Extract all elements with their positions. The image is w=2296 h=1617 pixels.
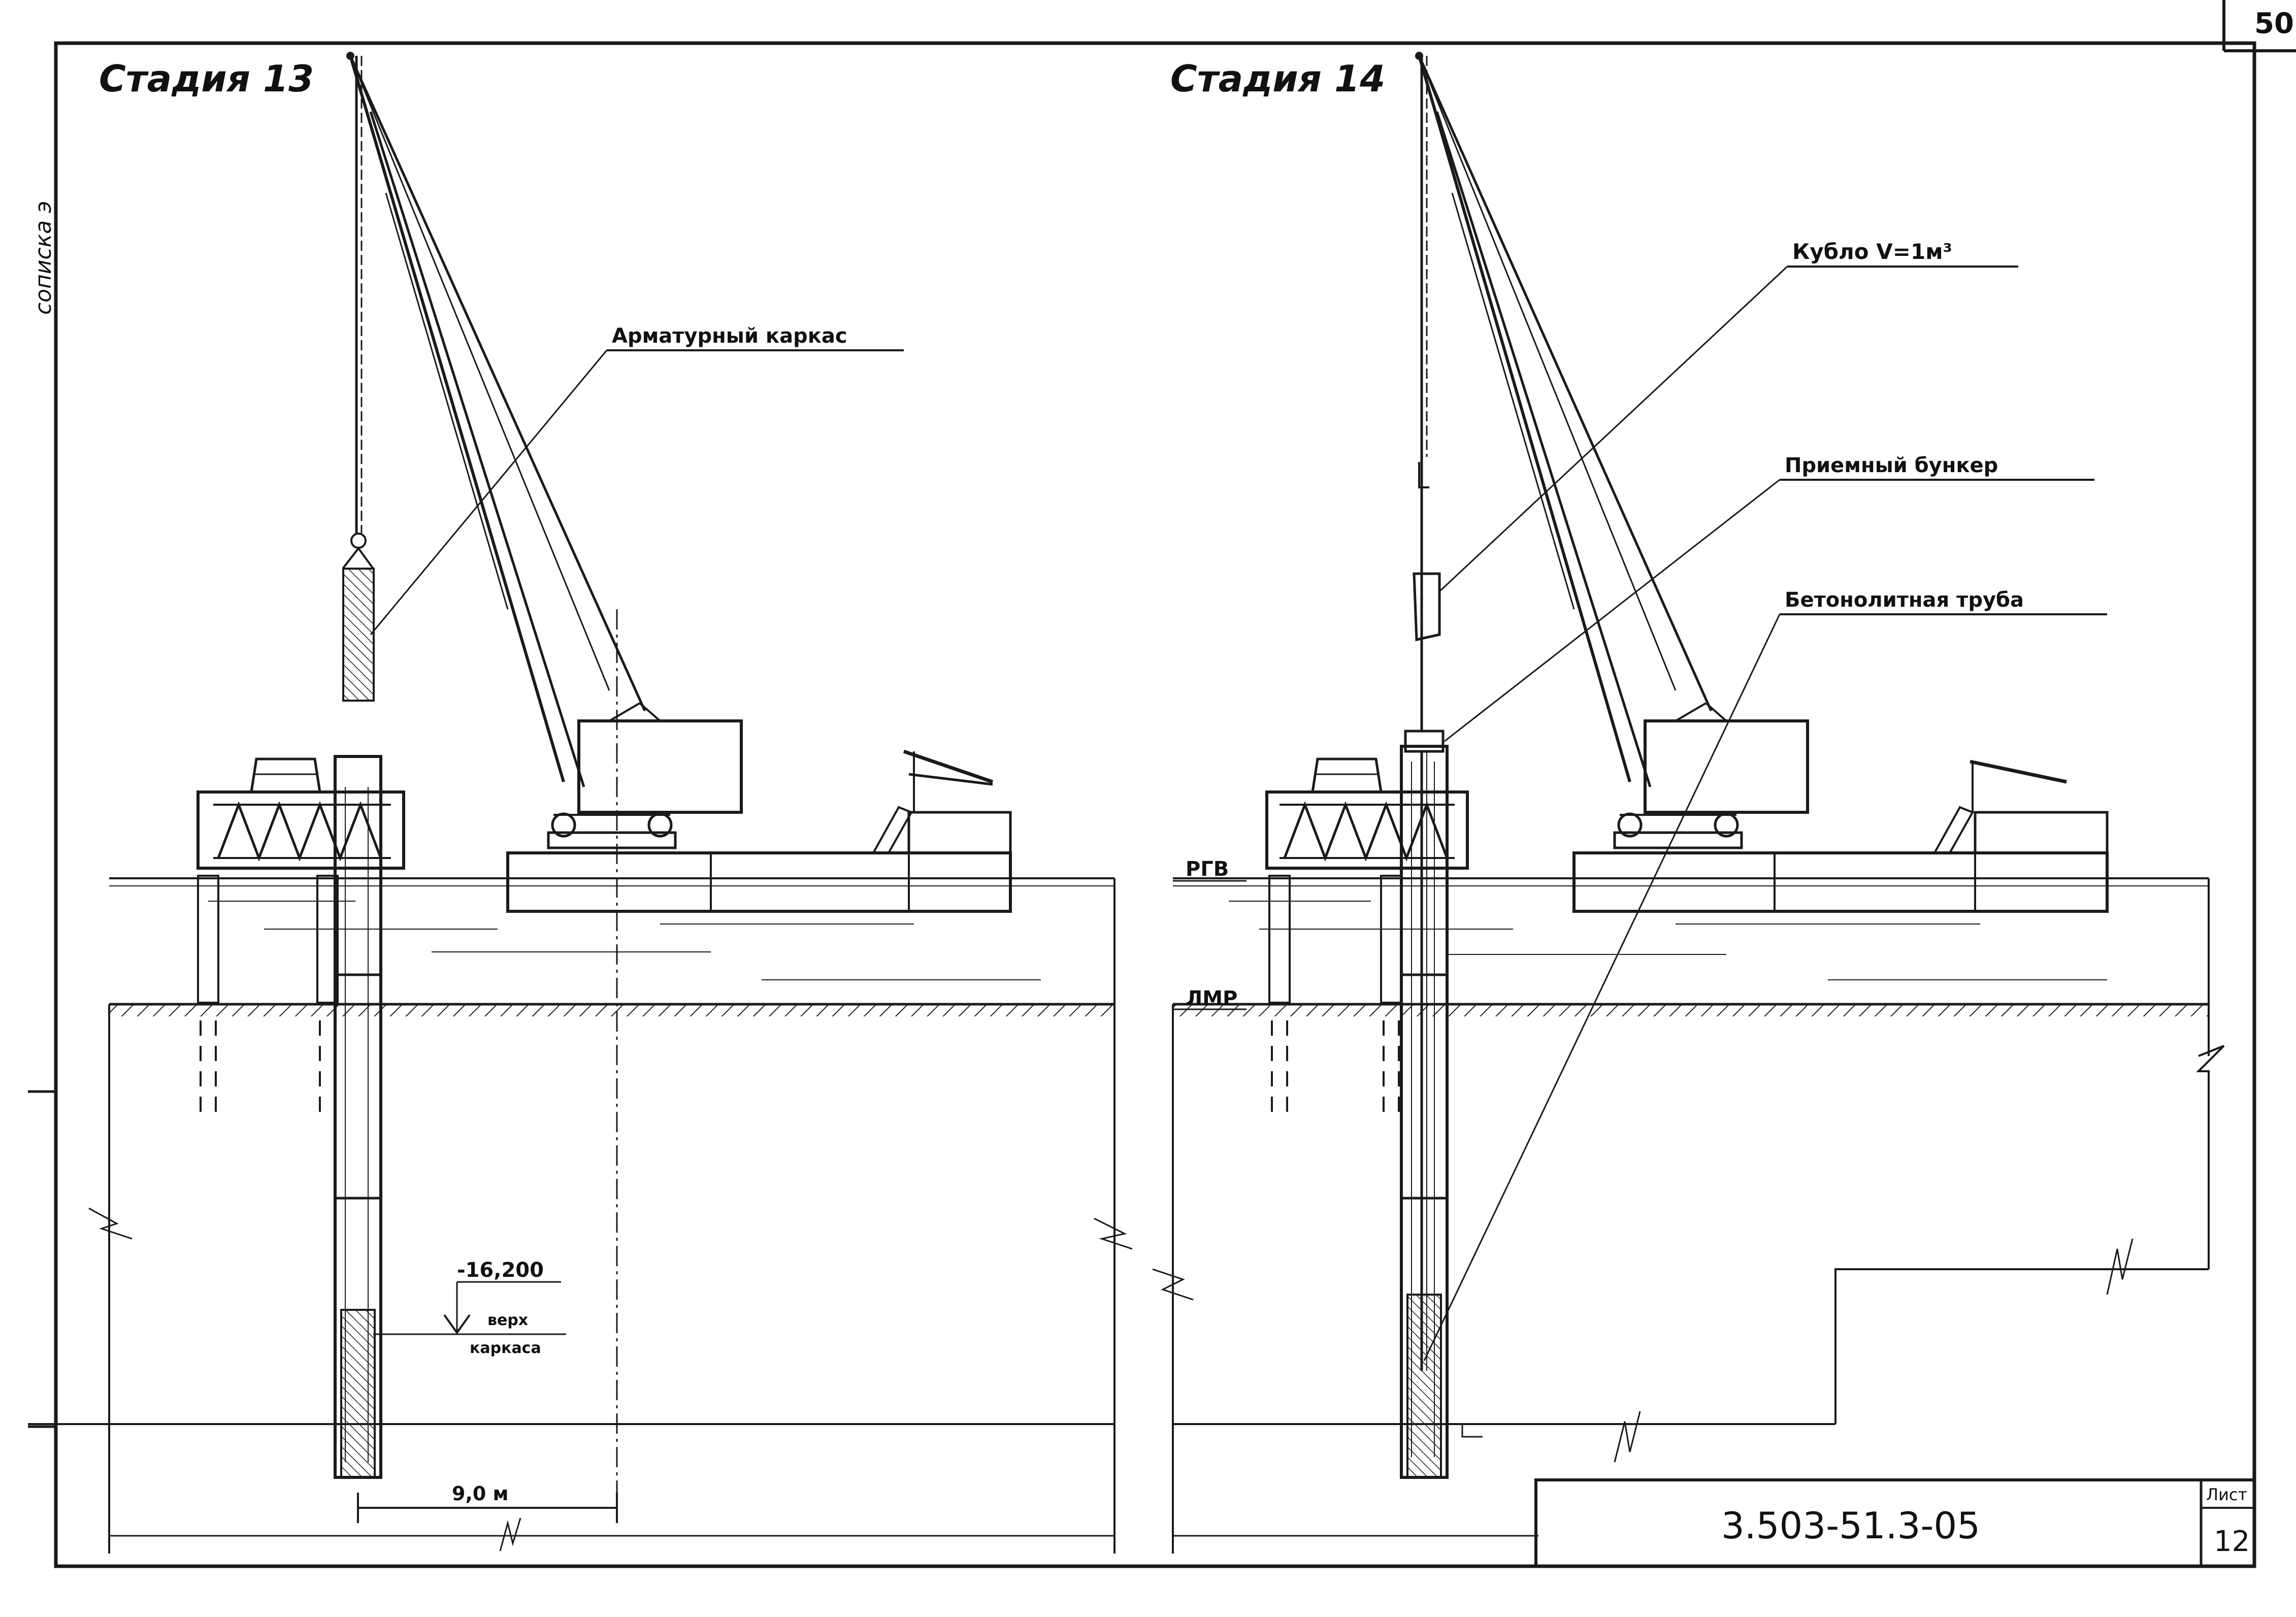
stage-13-elevation: -16,200 xyxy=(457,1259,544,1282)
stage-13-label-cage: Арматурный каркас xyxy=(612,324,847,348)
stage-13-elevation-note-2: каркаса xyxy=(470,1339,541,1357)
stage-14-label-hopper: Приемный бункер xyxy=(1785,454,1998,477)
title-block-sheet-number: 12 xyxy=(2214,1525,2250,1558)
stage-14-title: Стадия 14 xyxy=(1170,57,1385,100)
stage-14-label-bucket: Кубло V=1м³ xyxy=(1792,239,1952,264)
level-lmr: ЛМР xyxy=(1186,987,1237,1010)
level-rgv: РГВ xyxy=(1186,857,1229,881)
stage-13-dimension: 9,0 м xyxy=(452,1482,509,1505)
stage-13-elevation-note-1: верх xyxy=(487,1311,528,1329)
stage-14-label-pipe: Бетонолитная труба xyxy=(1785,588,2024,612)
stage-13-drawing xyxy=(28,52,1133,1554)
sheet-corner-number: 50 xyxy=(2254,7,2294,40)
side-stamp: сопиcка э xyxy=(30,201,56,315)
stage-13-title: Стадия 13 xyxy=(99,57,314,100)
sheet-frame xyxy=(28,0,2296,1568)
title-block-code: 3.503-51.3-05 xyxy=(1721,1504,1980,1547)
title-block xyxy=(1534,1478,2256,1568)
title-block-sheet-label: Лист xyxy=(2206,1485,2247,1504)
stage-14-drawing xyxy=(1152,52,2225,1554)
